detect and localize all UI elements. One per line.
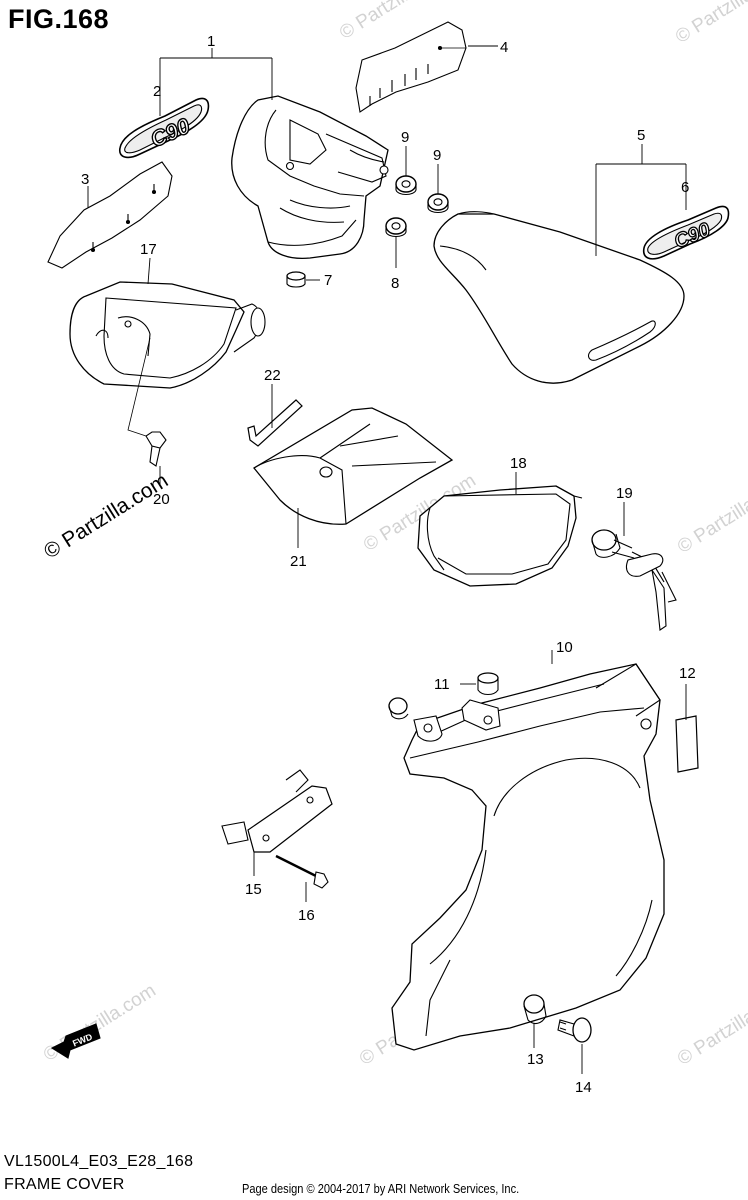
part-19-lock-set — [591, 529, 677, 631]
callout-4: 4 — [500, 39, 508, 56]
callout-13: 13 — [527, 1051, 544, 1068]
part-12-label — [675, 715, 699, 773]
part-5-frame-cover-right — [433, 211, 685, 384]
callout-20: 20 — [153, 491, 170, 508]
part-20-bolt — [145, 431, 167, 467]
part-2-emblem: C90 — [118, 97, 210, 159]
callout-3: 3 — [81, 171, 89, 188]
part-13-grommet — [523, 994, 547, 1025]
part-10-frame-cover-lower — [391, 663, 665, 1051]
callout-2: 2 — [153, 83, 161, 100]
callout-11: 11 — [434, 676, 450, 693]
callout-numbers: 1 2 3 4 5 6 7 8 9 9 10 11 12 13 14 15 16… — [71, 33, 696, 1096]
part-4-decal — [355, 21, 467, 113]
callout-18: 18 — [510, 455, 527, 472]
part-7-cushion — [286, 271, 306, 288]
callout-6: 6 — [681, 179, 689, 196]
model-code: VL1500L4_E03_E28_168 — [4, 1153, 194, 1170]
part-6-emblem: C90 — [642, 205, 730, 260]
callout-8: 8 — [391, 275, 399, 292]
callout-17: 17 — [140, 241, 157, 258]
part-17-box — [69, 281, 266, 389]
figure-name: FRAME COVER — [4, 1176, 125, 1193]
callout-1: 1 — [207, 33, 215, 50]
cushion — [388, 697, 409, 720]
callout-10: 10 — [556, 639, 573, 656]
callout-14: 14 — [575, 1079, 592, 1096]
part-16-bolt — [275, 854, 329, 889]
callout-5: 5 — [637, 127, 645, 144]
fwd-arrow-icon — [50, 1023, 101, 1059]
part-18-lock-case — [417, 485, 583, 587]
callout-9a: 9 — [401, 129, 409, 146]
part-9-grommet — [395, 175, 417, 196]
part-15-bracket — [221, 769, 333, 853]
part-9-grommet — [427, 193, 449, 214]
part-1-frame-cover-left — [231, 95, 389, 260]
callout-9b: 9 — [433, 147, 441, 164]
part-8-grommet — [385, 217, 407, 238]
callout-12: 12 — [679, 665, 696, 682]
callout-16: 16 — [298, 907, 315, 924]
copyright-notice: Page design © 2004-2017 by ARI Network S… — [242, 1181, 520, 1196]
figure-title: FIG.168 — [8, 4, 110, 34]
leader-lines — [87, 45, 687, 1074]
part-11-cushion — [477, 672, 499, 696]
part-14-bolt — [557, 1017, 592, 1043]
part-3-decal — [47, 161, 173, 269]
part-21-tool-bag — [253, 407, 454, 525]
callout-21: 21 — [290, 553, 307, 570]
callout-22: 22 — [264, 367, 281, 384]
callout-19: 19 — [616, 485, 633, 502]
callout-15: 15 — [245, 881, 262, 898]
part-22-hex-wrench — [247, 399, 303, 447]
callout-7: 7 — [324, 272, 332, 289]
